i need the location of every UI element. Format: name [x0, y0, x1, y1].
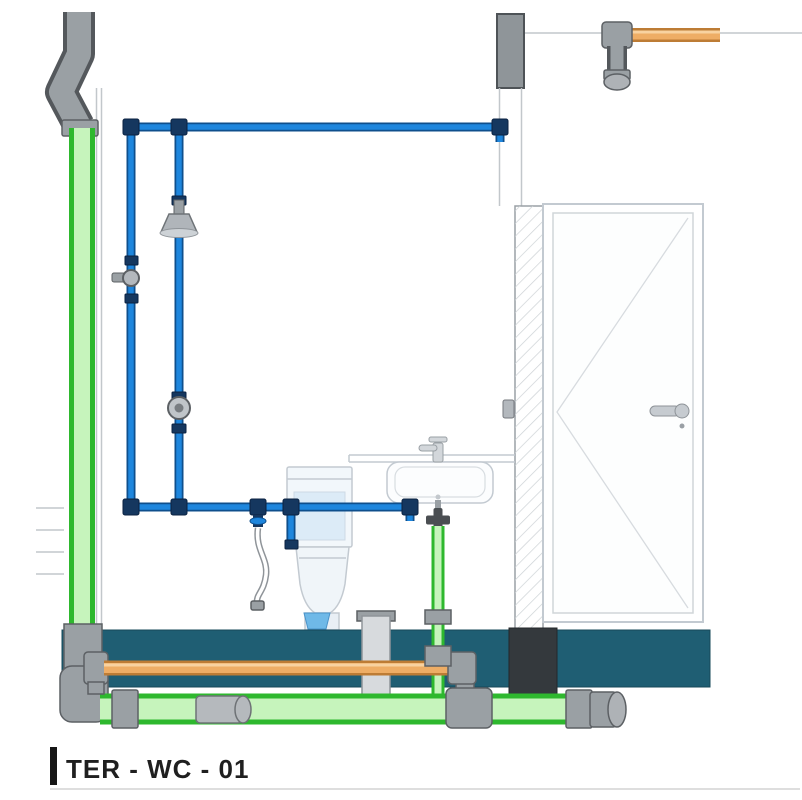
wye-junction	[445, 687, 493, 729]
drain-coupling	[424, 645, 452, 667]
tee-fitting	[170, 498, 188, 516]
left-wall	[95, 88, 103, 630]
pipe-coupling	[111, 689, 139, 729]
vent-duct	[45, 12, 99, 137]
end-cap	[607, 691, 627, 728]
sink-drain-hole	[435, 494, 441, 500]
elbow-fitting	[491, 118, 509, 136]
pipe-coupling	[565, 689, 593, 729]
faucet-spout	[418, 444, 438, 452]
tee-fitting	[170, 118, 188, 136]
slab-collar	[424, 609, 452, 625]
door-strike-plate	[502, 399, 515, 419]
elbow-fitting	[122, 118, 140, 136]
door-diagonal-lines	[556, 217, 689, 609]
copper-right-elbow	[447, 651, 477, 685]
sewer-main-pipe	[59, 623, 627, 729]
right-wall-upper	[496, 13, 525, 206]
elbow-fitting	[601, 21, 633, 49]
register-valve-icon	[167, 396, 191, 420]
gate-valve-icon	[111, 269, 140, 287]
toilet-water-trap	[303, 612, 331, 630]
faucet-handle	[428, 436, 448, 443]
drawing-title: TER - WC - 01	[66, 754, 249, 784]
right-wall-hatched	[514, 205, 544, 631]
title-bar	[50, 747, 57, 785]
title-block: TER - WC - 01	[50, 747, 800, 790]
cistern-connector	[284, 539, 299, 550]
shower-head-icon	[159, 199, 199, 238]
left-wall-ticks	[36, 507, 64, 575]
elbow-fitting	[122, 498, 140, 516]
tee-fitting	[282, 498, 300, 516]
toilet-bowl	[295, 546, 350, 614]
door-handle-rose	[674, 403, 690, 419]
wc-drain-sleeve	[356, 610, 396, 709]
elbow-fitting	[401, 498, 419, 516]
door-keyhole	[679, 423, 685, 429]
hose-nut	[250, 600, 265, 611]
toilet-supply-hose	[249, 515, 270, 611]
sink	[348, 436, 515, 504]
door	[502, 203, 704, 623]
copper-pipe-top	[601, 21, 720, 91]
pipe-cap	[603, 73, 631, 91]
tee-fitting	[249, 498, 267, 516]
toilet-cistern-panel	[293, 491, 346, 541]
cold-water-pipes	[111, 118, 509, 611]
copper-pipe-embedded	[83, 645, 477, 695]
